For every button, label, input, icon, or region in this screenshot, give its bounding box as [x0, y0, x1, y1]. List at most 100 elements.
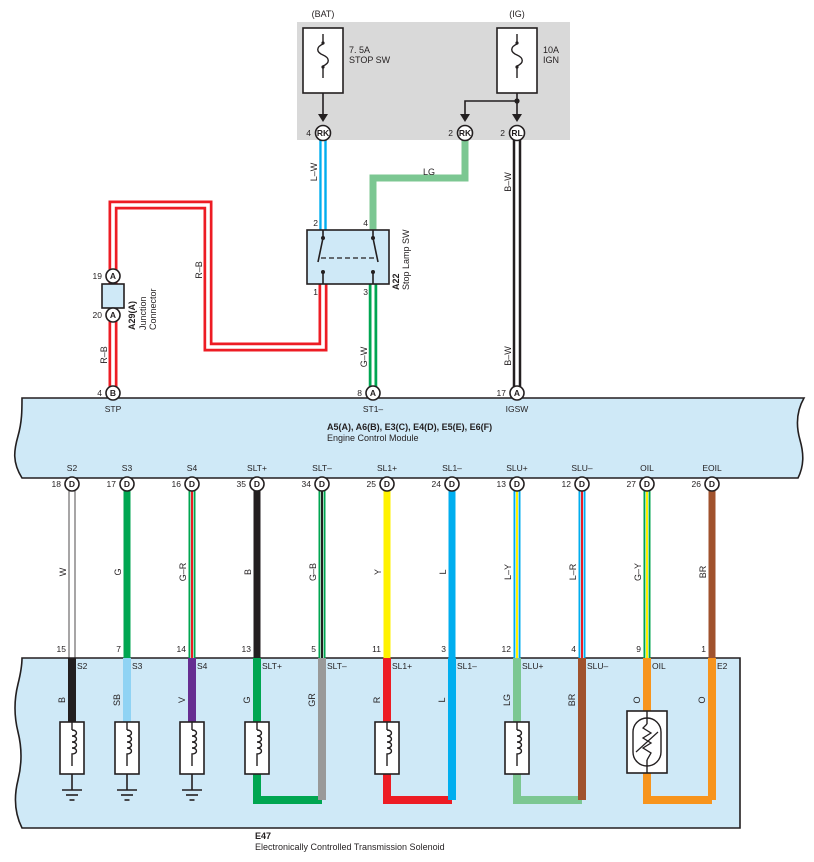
terminal-name: S2 [77, 661, 88, 671]
junction-id: A29(A) [127, 301, 137, 330]
solenoid-coil-s4 [179, 721, 205, 775]
terminal-pin: 13 [497, 479, 507, 489]
terminal-pin: 5 [311, 644, 316, 654]
wire-label-ign-upper: B–W [503, 172, 513, 192]
terminal-name: E2 [717, 661, 728, 671]
terminal-name: S3 [132, 661, 143, 671]
ecm-wire-sl1: L [438, 490, 456, 658]
terminal-pin: 7 [116, 644, 121, 654]
terminal-pin: 27 [627, 479, 637, 489]
junction-pin-top: 19 [93, 271, 103, 281]
terminal-conn: A [514, 388, 520, 398]
pin-lamp: 2 [448, 128, 453, 138]
wire-label-lamp-feed: LG [423, 167, 435, 177]
solenoid-wire-sl1: R [372, 658, 452, 804]
wire-label: L [437, 697, 447, 702]
terminal-conn: D [449, 479, 455, 489]
terminal-name: SL1+ [392, 661, 412, 671]
solenoid-terminal-e2: 1E2 [701, 644, 727, 671]
terminal-conn: D [69, 479, 75, 489]
terminal-pin: 15 [57, 644, 67, 654]
wire-label: L–R [568, 563, 578, 580]
terminal-pin: 12 [502, 644, 512, 654]
terminal-name: OIL [640, 463, 654, 473]
terminal-pin: 17 [497, 388, 507, 398]
ground-icon [117, 774, 137, 801]
ecm-terminal-slu: D 13 SLU+ [497, 463, 528, 492]
conn-ign: RL [511, 128, 522, 138]
ecm-wire-slt: G–B [308, 490, 326, 658]
ig-label: (IG) [509, 9, 525, 19]
terminal-pin: 26 [692, 479, 702, 489]
switch-pin-out-2: 3 [363, 287, 368, 297]
terminal-conn: D [189, 479, 195, 489]
terminal-conn: D [644, 479, 650, 489]
oil-temp-sensor [626, 710, 668, 774]
solenoid-id: E47 [255, 831, 271, 841]
wire-label-ign-lower: B–W [503, 346, 513, 366]
terminal-name: SLU– [587, 661, 609, 671]
terminal-pin: 17 [107, 479, 117, 489]
ecm-wire-slt: B [243, 490, 261, 658]
terminal-name: SLT– [312, 463, 332, 473]
terminal-pin: 4 [571, 644, 576, 654]
wire-label-junction-red: R–B [99, 346, 109, 364]
ecm-wire-slu: L–R [568, 490, 586, 658]
terminal-name: STP [105, 404, 122, 414]
terminal-pin: 18 [52, 479, 62, 489]
wire-label: B [57, 697, 67, 703]
terminal-pin: 1 [701, 644, 706, 654]
switch-id: A22 [391, 273, 401, 290]
fuse-box: (BAT) (IG) 7. 5A STOP SW 10A IGN [297, 9, 570, 140]
ecm-terminal-stp: B 4 STP [97, 385, 122, 414]
solenoid-coil-sl1 [374, 721, 400, 775]
ecm-wire-s2: W [58, 490, 76, 658]
terminal-pin: 13 [242, 644, 252, 654]
ecm-wire-eoil: BR [698, 490, 716, 658]
wire-label: G–R [178, 562, 188, 581]
ecm-wire-oil: G–Y [633, 490, 651, 658]
ecm-terminal-igsw: A 17 IGSW [497, 385, 528, 414]
ecm-wire-s4: G–R [178, 490, 196, 658]
solenoid-wire-slt: G [242, 658, 322, 804]
wire-label: G [242, 696, 252, 703]
terminal-pin: 12 [562, 479, 572, 489]
terminal-pin: 16 [172, 479, 182, 489]
solenoid-wire-oil: O [632, 658, 712, 804]
terminal-conn: D [514, 479, 520, 489]
solenoid-terminal-s3: 7S3 [116, 644, 142, 671]
ecm-top-terminals: B 4 STP A 8 ST1– A 17 IGSW [97, 385, 528, 414]
junction-connector [101, 268, 125, 323]
junction-conn-bottom: A [110, 310, 116, 320]
terminal-pin: 24 [432, 479, 442, 489]
ground-icon [62, 774, 82, 801]
wire-label: L [438, 569, 448, 574]
wire-label: Y [373, 569, 383, 575]
junction-pin-bottom: 20 [93, 310, 103, 320]
ecm-wire-sl1: Y [373, 490, 391, 658]
wire-label: G–Y [633, 563, 643, 581]
junction-conn-top: A [110, 271, 116, 281]
wire-label: V [177, 697, 187, 703]
terminal-name: SLT– [327, 661, 347, 671]
wire-label: G–B [308, 563, 318, 581]
circuit-parts: D18S2D17S3D16S4D35SLT+D34SLT–D25SL1+D24S… [52, 463, 728, 801]
solenoid-coil-slt [244, 721, 270, 775]
terminal-conn: D [709, 479, 715, 489]
terminal-name: SLU+ [506, 463, 528, 473]
ecm-wire-slu: L–Y [503, 490, 521, 658]
solenoid-wire-slu: LG [502, 658, 582, 804]
switch-pin-in-2: 4 [363, 218, 368, 228]
solenoid-wire-e2: O [697, 658, 716, 800]
switch-pin-out-1: 1 [313, 287, 318, 297]
terminal-pin: 9 [636, 644, 641, 654]
